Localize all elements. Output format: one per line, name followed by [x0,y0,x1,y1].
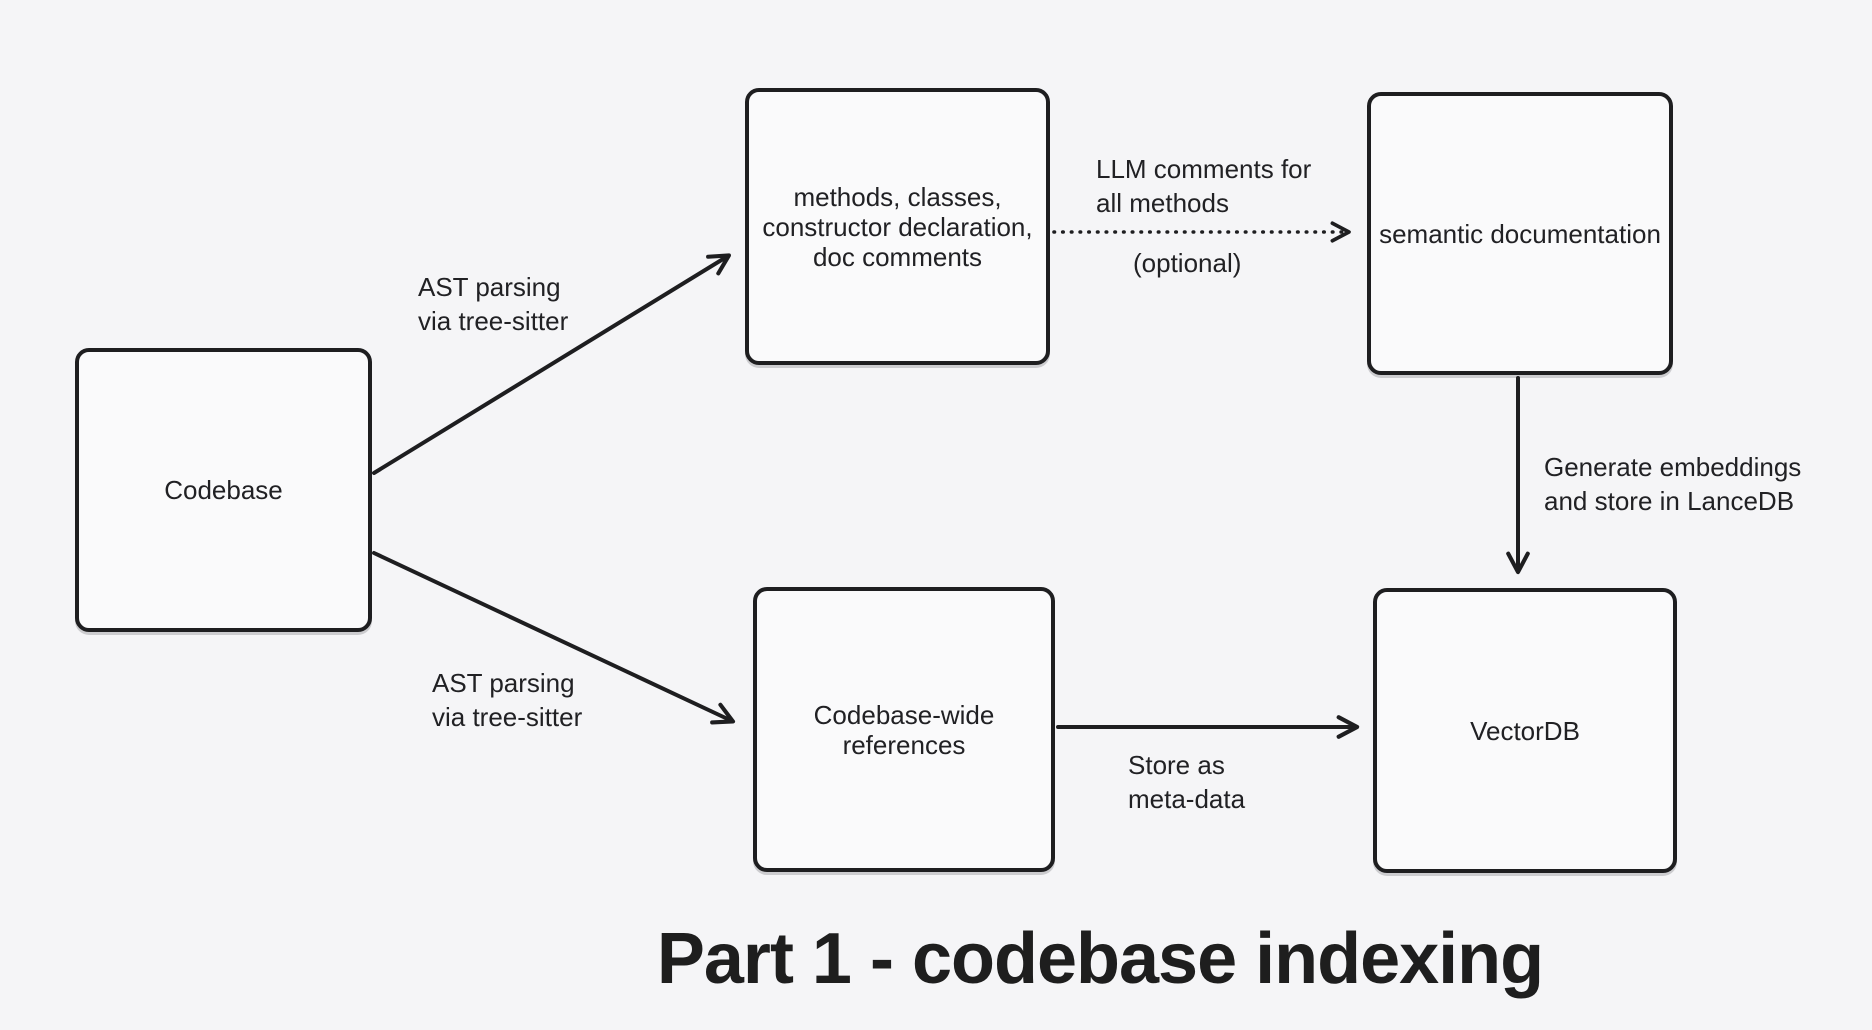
page-title: Part 1 - codebase indexing [656,919,1544,999]
label-ast-parsing-bottom: AST parsing via tree-sitter [432,668,583,732]
node-codebase-wide-references-label: Codebase-wide references [813,699,995,760]
node-semantic-documentation-label: semantic documentation [1379,218,1661,249]
node-vectordb: VectorDB [1373,588,1677,873]
label-generate-embeddings: Generate embeddings and store in LanceDB [1544,452,1802,516]
arrow-codebase-to-references [372,551,736,725]
label-optional: (optional) [1133,248,1242,278]
node-codebase-wide-references: Codebase-wide references [753,587,1055,872]
label-llm-comments: LLM comments for all methods [1096,154,1312,218]
node-extraction-label: methods, classes, constructor declaratio… [762,181,1033,272]
label-ast-parsing-top: AST parsing via tree-sitter [418,272,569,336]
node-vectordb-label: VectorDB [1470,715,1580,746]
node-codebase: Codebase [75,348,372,632]
node-codebase-label: Codebase [164,475,283,505]
node-extraction: methods, classes, constructor declaratio… [745,88,1050,365]
arrow-codebase-to-extraction [372,253,731,475]
label-store-as-metadata: Store as meta-data [1128,750,1246,814]
node-semantic-documentation: semantic documentation [1367,92,1673,375]
